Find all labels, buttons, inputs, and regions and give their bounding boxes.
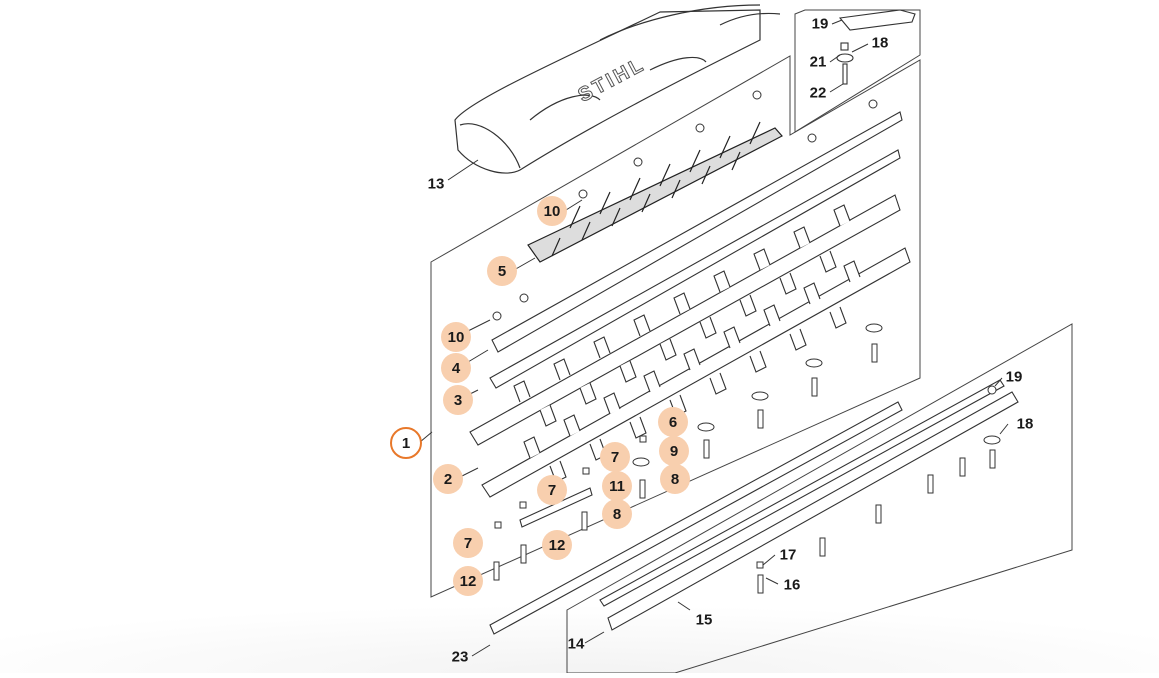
badge-10[interactable]: 10 xyxy=(441,322,471,352)
badge-11[interactable]: 11 xyxy=(602,471,632,501)
callout-13: 13 xyxy=(427,175,445,193)
rail-screws xyxy=(756,385,1001,594)
callout-15: 15 xyxy=(695,611,713,629)
lower-blade xyxy=(481,247,911,498)
callout-17: 17 xyxy=(779,546,797,564)
callout-19: 19 xyxy=(1005,368,1023,386)
callout-22: 22 xyxy=(809,84,827,102)
badge-6[interactable]: 6 xyxy=(658,407,688,437)
leader-lines xyxy=(419,19,1009,657)
assembly-panels xyxy=(430,9,1073,674)
blade-guard xyxy=(454,4,781,174)
drive-plate xyxy=(527,121,783,263)
callout-18: 18 xyxy=(1016,415,1034,433)
badge-5[interactable]: 5 xyxy=(487,256,517,286)
panel-base-rail xyxy=(566,323,1073,674)
small-plates xyxy=(519,487,593,528)
badge-12-a[interactable]: 12 xyxy=(542,530,572,560)
callout-21: 21 xyxy=(809,53,827,71)
callout-14: 14 xyxy=(567,635,585,653)
badge-7-a[interactable]: 7 xyxy=(600,442,630,472)
badge-9[interactable]: 9 xyxy=(659,436,689,466)
badge-2[interactable]: 2 xyxy=(433,464,463,494)
spacer-bars xyxy=(489,111,903,389)
callout-18-top: 18 xyxy=(871,34,889,52)
detail-parts xyxy=(836,9,916,85)
nuts xyxy=(492,90,878,321)
badge-10-top[interactable]: 10 xyxy=(537,196,567,226)
badge-12-b[interactable]: 12 xyxy=(453,566,483,596)
badge-4[interactable]: 4 xyxy=(441,353,471,383)
badge-1[interactable]: 1 xyxy=(390,427,422,459)
badge-7-b[interactable]: 7 xyxy=(537,475,567,505)
badge-8-b[interactable]: 8 xyxy=(602,499,632,529)
panel-main-blade xyxy=(430,55,921,598)
callout-19-top: 19 xyxy=(811,15,829,33)
badge-8-a[interactable]: 8 xyxy=(660,464,690,494)
badge-7-c[interactable]: 7 xyxy=(453,528,483,558)
upper-blade xyxy=(469,194,901,446)
base-rail xyxy=(489,379,1019,635)
badge-3[interactable]: 3 xyxy=(443,385,473,415)
panel-detail-top xyxy=(794,9,921,133)
callout-16: 16 xyxy=(783,576,801,594)
screws-and-washers xyxy=(493,323,883,581)
callout-23: 23 xyxy=(451,648,469,666)
